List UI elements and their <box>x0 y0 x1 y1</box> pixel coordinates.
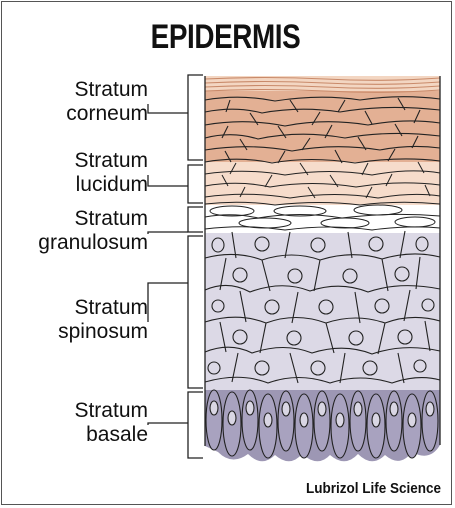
credit-label: Lubrizol Life Science <box>306 480 441 497</box>
granulosum-layer <box>205 203 445 233</box>
bracket-lines <box>148 75 203 458</box>
bracket-corneum <box>188 75 203 160</box>
corneum-layer <box>205 90 445 162</box>
bracket-lucidum <box>188 165 203 203</box>
bracket-granulosum <box>188 207 203 232</box>
bracket-corneum-leader <box>148 104 188 113</box>
bracket-spinosum <box>188 236 203 388</box>
bracket-basale <box>188 392 203 458</box>
bracket-granulosum-leader <box>148 232 188 234</box>
bracket-basale-leader <box>148 423 188 425</box>
bracket-lucidum-leader <box>148 175 188 186</box>
bracket-spinosum-leader <box>148 283 188 322</box>
